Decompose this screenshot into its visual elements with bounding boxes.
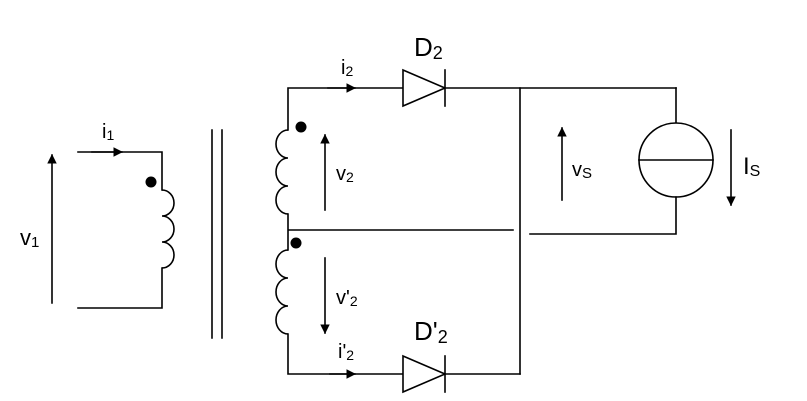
label-d2-prime: D'2	[414, 316, 448, 347]
center-tap	[287, 213, 514, 251]
label-v1: v1	[20, 225, 39, 251]
label-is: IS	[743, 153, 760, 180]
label-i2-prime: i'2	[338, 341, 354, 363]
primary-polarity-dot	[145, 176, 157, 188]
label-vs: vS	[572, 159, 592, 182]
lower-secondary-winding	[275, 249, 404, 375]
label-i1: i1	[102, 121, 114, 143]
label-v2: v2	[336, 163, 354, 185]
label-i2: i2	[341, 57, 353, 79]
diode-d2	[402, 68, 677, 108]
label-v2-prime: v'2	[336, 287, 358, 309]
diode-d2-prime	[402, 354, 521, 394]
lower-polarity-dot	[290, 237, 302, 249]
label-d2: D2	[414, 32, 443, 63]
primary-winding	[77, 151, 175, 309]
upper-secondary-winding	[275, 87, 404, 215]
upper-polarity-dot	[295, 121, 307, 133]
current-source	[529, 87, 714, 235]
transformer-core	[211, 129, 223, 339]
